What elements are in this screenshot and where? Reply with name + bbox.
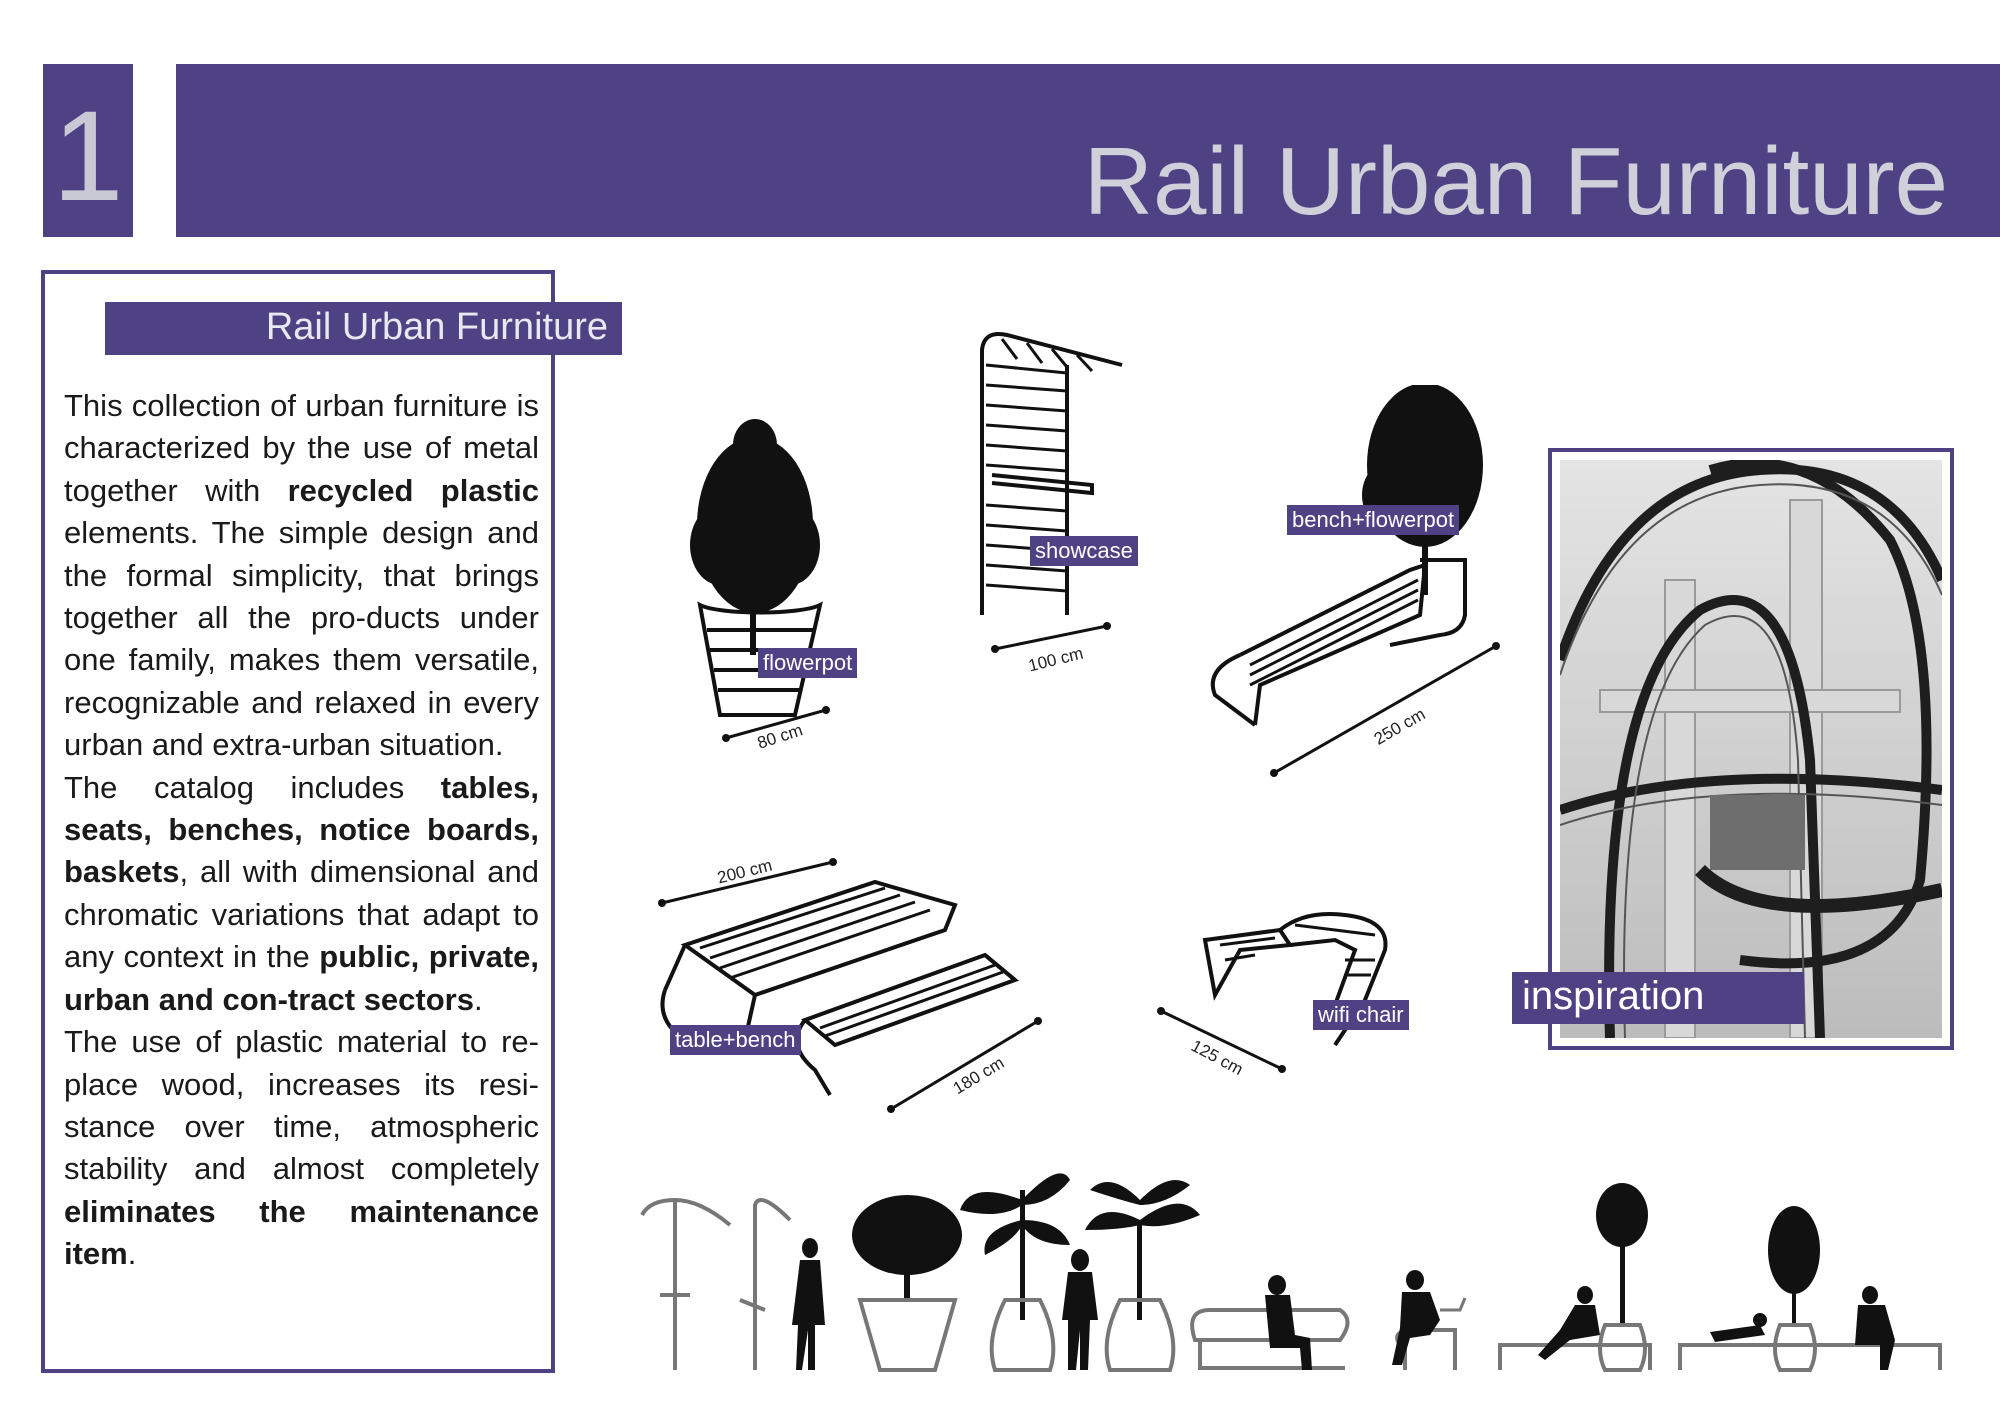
bench-seated-man: [1190, 1275, 1350, 1370]
text-run: The catalog includes: [64, 769, 441, 805]
text-run: , all with dimensional and chromatic var…: [64, 854, 539, 975]
flowerpot-label: flowerpot: [758, 648, 858, 678]
page-title: Rail Urban Furniture: [1083, 128, 1948, 235]
standing-woman-silhouette: [792, 1238, 825, 1370]
showcase-label: showcase: [1030, 536, 1138, 566]
wifi-chair-drawing: [1202, 912, 1388, 1047]
text-run: .: [127, 1236, 137, 1272]
lying-person-bench-tree: [1678, 1206, 1942, 1372]
description-paragraph: This collection of urban furniture is ch…: [64, 385, 539, 767]
text-run: elements. The simple design and the form…: [64, 515, 539, 763]
title-band: Rail Urban Furniture: [176, 64, 2000, 237]
wifi-chair-label: wifi chair: [1313, 1000, 1409, 1030]
bench-flowerpot-label: bench+flowerpot: [1287, 505, 1460, 535]
description-panel: [41, 270, 555, 1373]
bench-flowerpot-dimension-line: [1270, 642, 1500, 777]
description-text: This collection of urban furniture is ch…: [64, 385, 539, 1276]
tree-silhouette: [690, 419, 820, 655]
text-run: .: [473, 981, 483, 1017]
silhouettes-strip: [640, 1173, 1942, 1372]
planter-palm-tree: [1085, 1180, 1200, 1372]
wifi-chair-dimension-line: [1157, 1007, 1286, 1073]
panel-label-text: Rail Urban Furniture: [265, 306, 608, 348]
text-run: The use of plastic material to re-place …: [64, 1024, 539, 1187]
flowerpot-drawing: [690, 419, 823, 717]
man-phone-silhouette: [1062, 1249, 1098, 1370]
description-paragraph: The catalog includes tables, seats, benc…: [64, 767, 539, 1021]
emphasis-text: eliminates the maintenance item: [64, 1193, 539, 1272]
inspiration-photo: [1560, 460, 1942, 1038]
inspiration-label-box: inspiration: [1512, 972, 1804, 1024]
lamp-posts: [640, 1198, 792, 1370]
table-bench-label: table+bench: [670, 1025, 801, 1055]
planter-banana-tree: [960, 1173, 1070, 1372]
inspiration-label: inspiration: [1522, 974, 1705, 1018]
section-number: 1: [52, 85, 124, 228]
panel-label: Rail Urban Furniture: [105, 302, 622, 355]
description-paragraph: The use of plastic material to re-place …: [64, 1021, 539, 1275]
flowerpot-dimension-line: [722, 706, 830, 742]
emphasis-text: public, private, urban and con-tract sec…: [64, 939, 539, 1017]
showcase-drawing: [980, 332, 1123, 615]
text-run: This collection of urban furniture is ch…: [64, 388, 539, 508]
showcase-dimension-line: [991, 622, 1111, 653]
table-bench-top-dimension-line: [658, 858, 837, 907]
table-bench-bottom-dimension-line: [887, 1017, 1042, 1113]
reading-bench-tree: [1498, 1183, 1652, 1372]
laptop-user-seat: [1392, 1270, 1467, 1370]
emphasis-text: recycled plastic: [287, 472, 539, 508]
inspiration-frame: [1548, 448, 1954, 1050]
emphasis-text: tables, seats, benches, notice boards, b…: [64, 769, 539, 890]
section-number-box: 1: [43, 64, 133, 237]
planter-tree-1: [852, 1195, 962, 1372]
